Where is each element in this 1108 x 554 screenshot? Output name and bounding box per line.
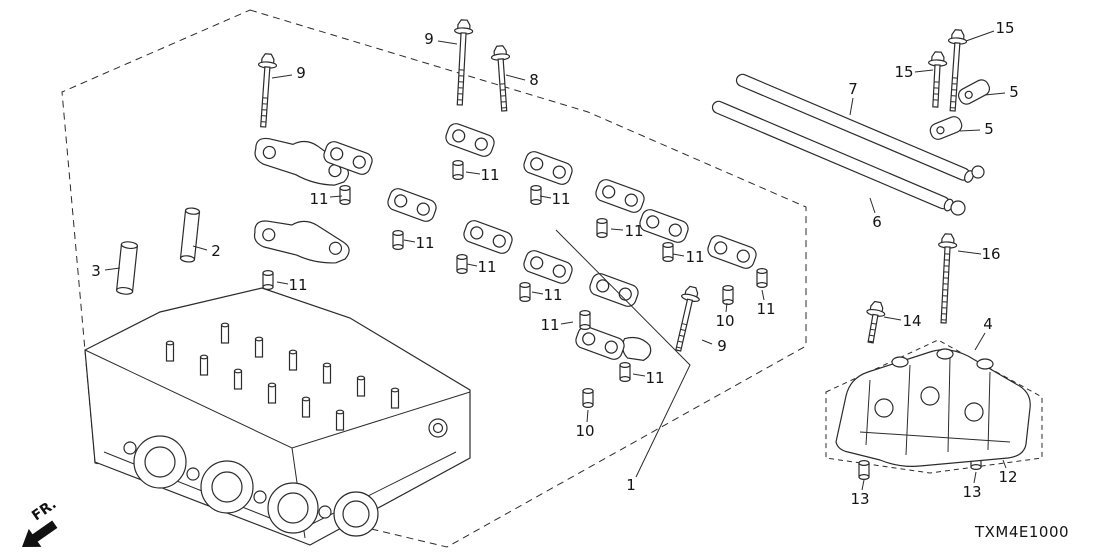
bushing-11 <box>619 362 631 382</box>
callout-16: 16 <box>981 245 1000 263</box>
flange-bolt-9b <box>454 19 474 106</box>
callout-9b: 9 <box>424 30 434 48</box>
callout-7: 7 <box>848 80 858 98</box>
bushing-11 <box>596 218 608 238</box>
cam-holder <box>385 185 439 225</box>
flange-bolt-9c <box>675 285 700 352</box>
callout-11: 11 <box>480 166 499 184</box>
bushing-10 <box>582 388 594 408</box>
callout-10: 10 <box>575 422 594 440</box>
callout-11: 11 <box>477 258 496 276</box>
cam-holder <box>573 323 627 363</box>
valve-guide <box>233 368 243 390</box>
valve-guide <box>254 336 264 358</box>
bushing-11 <box>530 185 542 205</box>
callout-11: 11 <box>645 369 664 387</box>
callout-11: 11 <box>540 316 559 334</box>
valve-guide <box>356 375 366 397</box>
bushing-11 <box>456 254 468 274</box>
callout-11: 11 <box>685 248 704 266</box>
callout-11: 11 <box>756 300 775 318</box>
rocker-piece-small <box>622 336 652 361</box>
dowel-pin-2 <box>179 207 201 263</box>
callout-15a: 15 <box>995 19 1014 37</box>
flange-bolt-15b <box>928 51 948 108</box>
rocker-bracket-assembly <box>835 348 1031 467</box>
callout-11: 11 <box>543 286 562 304</box>
callout-3: 3 <box>91 262 101 280</box>
stopper-plate-5b <box>929 116 963 140</box>
fr-label: FR. <box>29 496 59 524</box>
stopper-plate-5a <box>957 79 991 105</box>
bushing-11 <box>262 270 274 290</box>
valve-guide <box>301 396 311 418</box>
leader-lines <box>104 30 1007 491</box>
callout-11: 11 <box>288 276 307 294</box>
cam-holder <box>587 270 641 310</box>
valve-guide <box>267 382 277 404</box>
flange-bolt-8 <box>490 45 511 112</box>
stud-bolt-16 <box>938 233 958 324</box>
callout-6: 6 <box>872 213 882 231</box>
cam-holder <box>593 176 647 216</box>
flange-bolt-9a <box>257 53 278 128</box>
callout-13b: 13 <box>962 483 981 501</box>
dowel-pin-3 <box>115 241 139 295</box>
fr-direction-indicator: FR. <box>22 496 60 547</box>
bushing-13 <box>858 460 870 480</box>
callout-11: 11 <box>624 222 643 240</box>
callout-14: 14 <box>902 312 921 330</box>
callout-11: 11 <box>309 190 328 208</box>
valve-guide <box>322 362 332 384</box>
callout-9a: 9 <box>296 64 306 82</box>
bushing-11 <box>756 268 768 288</box>
cam-holder <box>521 148 575 188</box>
fr-arrow-icon <box>22 520 58 547</box>
bushing-11 <box>662 242 674 262</box>
callout-labels: 9 9 8 15 15 5 5 7 6 16 14 4 2 3 11 11 11… <box>91 19 1019 508</box>
callout-10: 10 <box>715 312 734 330</box>
bushing-11 <box>339 185 351 205</box>
valve-guide <box>165 340 175 362</box>
callout-12: 12 <box>998 468 1017 486</box>
valve-guide <box>199 354 209 376</box>
cam-holder <box>705 232 759 272</box>
diagram-code: TXM4E1000 <box>974 523 1069 541</box>
bushing-11 <box>452 160 464 180</box>
callout-9c: 9 <box>717 337 727 355</box>
bushing-11 <box>392 230 404 250</box>
callout-15b: 15 <box>894 63 913 81</box>
cam-holder <box>637 206 691 246</box>
bushing-11 <box>579 310 591 330</box>
assembly-boundary-dashed <box>61 9 807 548</box>
cam-holder <box>443 120 497 160</box>
callout-8: 8 <box>529 71 539 89</box>
callout-11: 11 <box>415 234 434 252</box>
callout-11: 11 <box>551 190 570 208</box>
shaft-end-cap <box>971 165 985 179</box>
cylinder-head <box>84 287 471 546</box>
valve-guide <box>335 409 345 431</box>
flange-bolt-14 <box>866 300 886 344</box>
valve-guide <box>390 387 400 409</box>
bushing-11 <box>519 282 531 302</box>
rocker-arm-lower <box>253 220 350 264</box>
shaft-end-cap <box>950 200 966 216</box>
callout-5b: 5 <box>984 120 994 138</box>
cam-holder <box>461 217 515 257</box>
bushing-10 <box>722 285 734 305</box>
callout-2: 2 <box>211 242 221 260</box>
callout-5a: 5 <box>1009 83 1019 101</box>
callout-1: 1 <box>626 476 636 494</box>
valve-guide <box>288 349 298 371</box>
rocker-shaft-7 <box>735 73 974 183</box>
callout-13a: 13 <box>850 490 869 508</box>
flange-bolt-15a <box>947 29 968 112</box>
callout-4: 4 <box>983 315 993 333</box>
valve-guide <box>220 322 230 344</box>
cam-holder <box>521 247 575 287</box>
